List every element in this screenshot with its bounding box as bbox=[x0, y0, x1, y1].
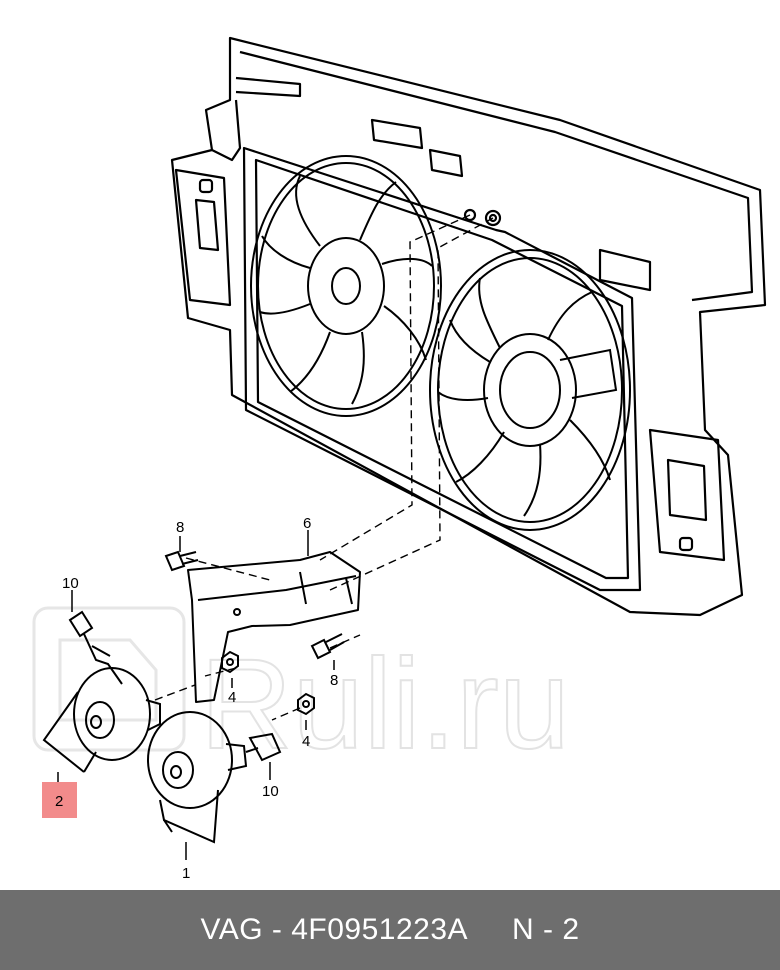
watermark: Ruli.ru bbox=[32, 606, 571, 777]
callout-8-top: 8 bbox=[176, 519, 184, 536]
callout-10-left: 10 bbox=[62, 575, 79, 592]
horn-left bbox=[42, 610, 161, 773]
horn-bracket bbox=[187, 551, 361, 703]
callout-8-bottom: 8 bbox=[330, 672, 338, 689]
right-fan bbox=[429, 249, 631, 531]
callout-1: 1 bbox=[182, 865, 190, 882]
radiator-frame bbox=[170, 36, 767, 617]
callout-6: 6 bbox=[303, 515, 311, 532]
nut-upper bbox=[221, 650, 239, 674]
screw-top bbox=[164, 550, 199, 572]
horn-right bbox=[147, 711, 282, 844]
screw-bottom bbox=[310, 633, 345, 660]
part-number: VAG - 4F0951223A bbox=[200, 913, 469, 946]
position-ref: N - 2 bbox=[512, 913, 580, 946]
watermark-text: Ruli.ru bbox=[200, 633, 570, 776]
callout-4-lower: 4 bbox=[302, 733, 310, 750]
callout-2-highlight bbox=[42, 782, 77, 818]
leader-lines bbox=[154, 214, 494, 721]
callout-4-upper: 4 bbox=[228, 689, 236, 706]
nut-lower bbox=[297, 692, 315, 716]
callout-2: 2 bbox=[55, 793, 63, 810]
part-footer: VAG - 4F0951223A N - 2 bbox=[0, 890, 780, 970]
parts-diagram: Ruli.ru bbox=[32, 36, 767, 882]
callout-10-right: 10 bbox=[262, 783, 279, 800]
left-fan bbox=[250, 155, 442, 417]
